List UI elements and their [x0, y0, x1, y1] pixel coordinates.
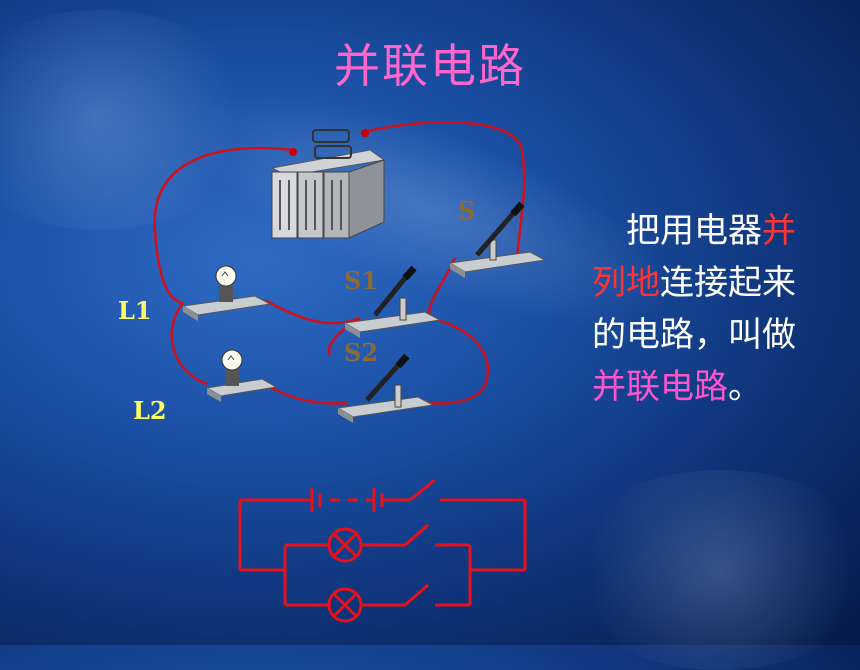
bulb-icon: [205, 349, 278, 402]
schematic-diagram: [238, 478, 527, 623]
knife-switch-icon: [448, 201, 547, 278]
knife-switch-icon: [343, 265, 442, 338]
label-switch-s1: S1: [344, 266, 379, 295]
definition-text: 把用电器并列地连接起来的电路，叫做并联电路。: [592, 205, 812, 413]
battery-icon: [270, 129, 386, 239]
definition-part: 把用电器: [592, 211, 762, 251]
label-lamp-l2: L2: [133, 396, 167, 425]
bulb-icon: [181, 265, 272, 321]
definition-highlight: 并列地: [592, 211, 796, 303]
label-switch-s2: S2: [344, 338, 379, 367]
background-swirl: [560, 470, 860, 670]
lamp-symbol-icon: [327, 527, 363, 563]
definition-part: 连接起来的电路，叫做: [592, 263, 796, 355]
definition-term: 并联电路: [592, 367, 728, 407]
label-switch-s: S: [458, 196, 476, 225]
label-lamp-l1: L1: [118, 296, 152, 325]
background-swirl: [0, 10, 260, 230]
knife-switch-icon: [336, 353, 435, 423]
lamp-symbol-icon: [327, 587, 363, 623]
circuit-illustration: [153, 120, 547, 623]
definition-part: 。: [728, 367, 762, 407]
slide-title: 并联电路: [334, 39, 526, 93]
